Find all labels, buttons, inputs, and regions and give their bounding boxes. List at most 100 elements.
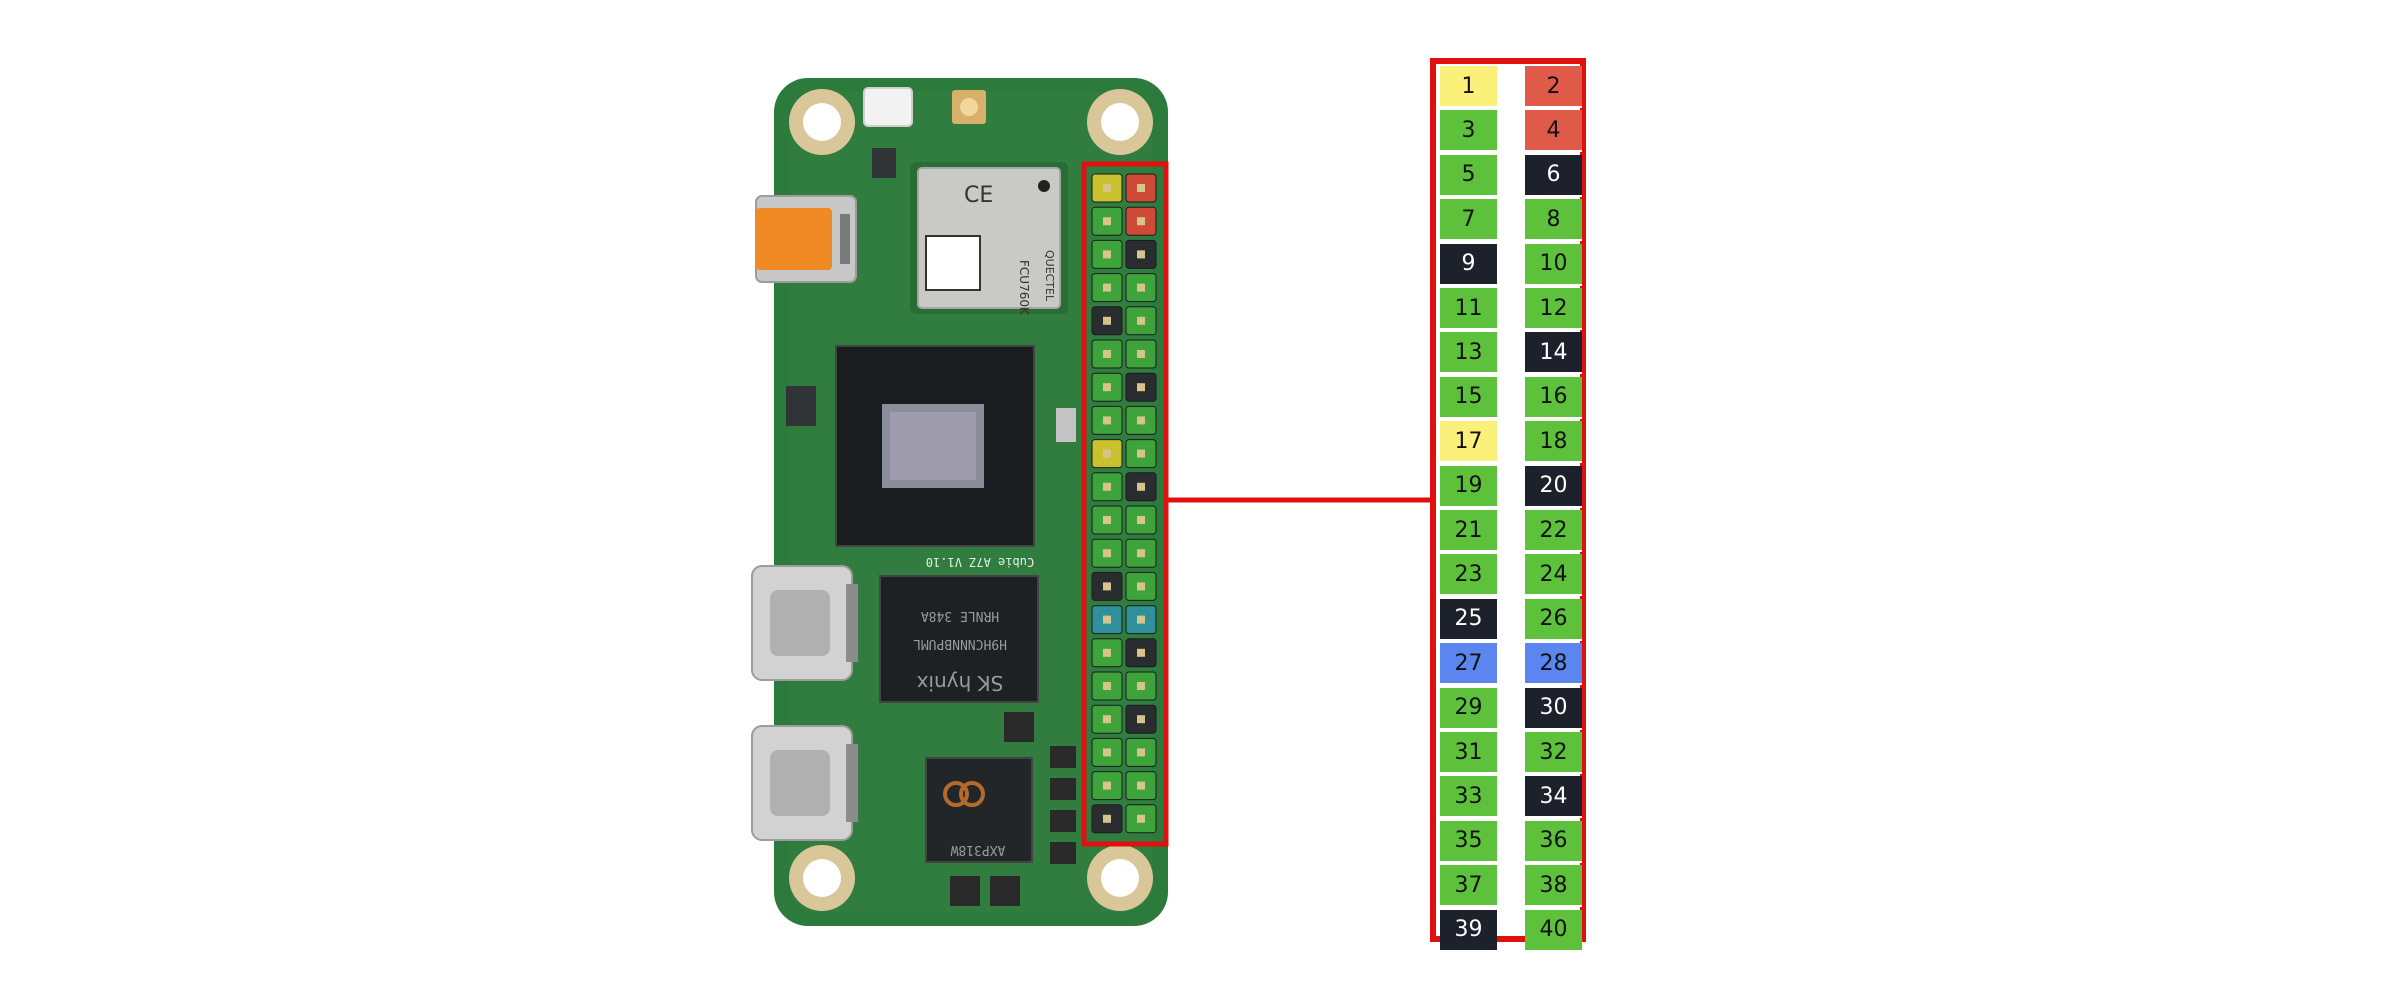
pin-33-cell: 33 bbox=[1440, 776, 1497, 819]
pin-29-cell: 29 bbox=[1440, 687, 1497, 730]
ram-brand: SK hynix bbox=[916, 671, 1003, 695]
pin1-marker-dot bbox=[1038, 180, 1050, 192]
pin-23-cell: 23 bbox=[1440, 554, 1497, 597]
ic-small bbox=[872, 148, 896, 178]
pin-12-cell: 12 bbox=[1525, 288, 1582, 330]
mounting-hole-top-left bbox=[789, 89, 855, 155]
jst-connector bbox=[863, 87, 913, 127]
header-pin-20-contact bbox=[1137, 482, 1145, 491]
pin-4-cell: 4 bbox=[1525, 110, 1582, 153]
header-pin-37-contact bbox=[1103, 781, 1111, 790]
header-pin-8-contact bbox=[1137, 283, 1145, 292]
header-pin-25-contact bbox=[1103, 582, 1111, 591]
pin-8-cell: 8 bbox=[1525, 199, 1582, 242]
pin-31-cell: 31 bbox=[1440, 732, 1497, 774]
ce-mark: CE bbox=[964, 183, 993, 208]
pin-2-cell: 2 bbox=[1525, 66, 1582, 108]
header-pin-12-contact bbox=[1137, 350, 1145, 358]
header-pin-19-contact bbox=[1103, 482, 1111, 491]
inductor bbox=[1004, 712, 1034, 742]
header-pin-23-contact bbox=[1103, 549, 1111, 558]
header-pin-33-contact bbox=[1103, 715, 1111, 724]
header-pin-7-contact bbox=[1103, 283, 1111, 292]
pin-24-cell: 24 bbox=[1525, 554, 1582, 597]
header-pin-6-contact bbox=[1137, 250, 1145, 259]
inductor bbox=[950, 876, 980, 906]
header-pin-34-contact bbox=[1137, 715, 1145, 724]
pin-17-cell: 17 bbox=[1440, 421, 1497, 464]
pin-22-cell: 22 bbox=[1525, 510, 1582, 552]
pin-7-cell: 7 bbox=[1440, 199, 1497, 242]
header-pin-24-contact bbox=[1137, 549, 1145, 558]
pin-21-cell: 21 bbox=[1440, 510, 1497, 552]
header-pin-4-contact bbox=[1137, 217, 1145, 226]
header-pin-28-contact bbox=[1137, 615, 1145, 624]
header-pin-3-contact bbox=[1103, 217, 1111, 226]
usb-c-port-top bbox=[751, 565, 858, 681]
wifi-module: CE FCU760K QUECTEL bbox=[910, 162, 1068, 316]
mounting-hole-bottom-left bbox=[789, 845, 855, 911]
mounting-hole-top-right bbox=[1087, 89, 1153, 155]
pin-37-cell: 37 bbox=[1440, 865, 1497, 908]
pin-14-cell: 14 bbox=[1525, 332, 1582, 375]
header-pin-2-contact bbox=[1137, 184, 1145, 192]
header-pin-18-contact bbox=[1137, 449, 1145, 458]
header-pin-10-contact bbox=[1137, 316, 1145, 325]
mounting-hole-bottom-right bbox=[1087, 845, 1153, 911]
header-pin-39-contact bbox=[1103, 814, 1111, 823]
pin-1-cell: 1 bbox=[1440, 66, 1497, 108]
header-pin-11-contact bbox=[1103, 350, 1111, 358]
header-pin-40-contact bbox=[1137, 814, 1145, 823]
header-pin-35-contact bbox=[1103, 748, 1111, 757]
pin-5-cell: 5 bbox=[1440, 154, 1497, 197]
pin-34-cell: 34 bbox=[1525, 776, 1582, 819]
header-pin-15-contact bbox=[1103, 416, 1111, 425]
pin-11-cell: 11 bbox=[1440, 288, 1497, 330]
board-silkscreen: Cubie A7Z V1.10 bbox=[926, 555, 1034, 569]
usb-c-port-bottom bbox=[751, 725, 858, 841]
header-pin-22-contact bbox=[1137, 516, 1145, 524]
header-pin-16-contact bbox=[1137, 416, 1145, 425]
pin-30-cell: 30 bbox=[1525, 687, 1582, 730]
pin-18-cell: 18 bbox=[1525, 421, 1582, 464]
ic-small bbox=[786, 386, 816, 426]
qr-code bbox=[925, 235, 981, 291]
pin-27-cell: 27 bbox=[1440, 643, 1497, 686]
header-pin-26-contact bbox=[1137, 582, 1145, 591]
pin-36-cell: 36 bbox=[1525, 820, 1582, 863]
soc-chip bbox=[835, 345, 1035, 547]
passive-component bbox=[1050, 778, 1076, 800]
header-pin-31-contact bbox=[1103, 682, 1111, 690]
wifi-module-brand: QUECTEL bbox=[1043, 250, 1056, 302]
pin-9-cell: 9 bbox=[1440, 243, 1497, 286]
pin-19-cell: 19 bbox=[1440, 465, 1497, 508]
pin-28-cell: 28 bbox=[1525, 643, 1582, 686]
header-pin-38-contact bbox=[1137, 781, 1145, 790]
header-pin-9-contact bbox=[1103, 316, 1111, 325]
pin-3-cell: 3 bbox=[1440, 110, 1497, 153]
header-pin-14-contact bbox=[1137, 383, 1145, 392]
header-pin-5-contact bbox=[1103, 250, 1111, 259]
pin-26-cell: 26 bbox=[1525, 598, 1582, 641]
pin-13-cell: 13 bbox=[1440, 332, 1497, 375]
pin-32-cell: 32 bbox=[1525, 732, 1582, 774]
pin-39-cell: 39 bbox=[1440, 909, 1497, 952]
header-pin-13-contact bbox=[1103, 383, 1111, 392]
antenna-connector-core bbox=[960, 98, 978, 116]
pmic-label: AXP318W bbox=[950, 842, 1005, 857]
micro-usb-port bbox=[755, 195, 857, 283]
wifi-module-model: FCU760K bbox=[1017, 260, 1031, 316]
pin-40-cell: 40 bbox=[1525, 909, 1582, 952]
crystal bbox=[1056, 408, 1076, 442]
passive-component bbox=[1050, 746, 1076, 768]
ram-code: HRNLE 348A bbox=[921, 608, 999, 623]
pmic-chip: AXP318W bbox=[925, 757, 1033, 863]
header-pin-29-contact bbox=[1103, 648, 1111, 657]
pin-38-cell: 38 bbox=[1525, 865, 1582, 908]
pin-6-cell: 6 bbox=[1525, 154, 1582, 197]
pin-15-cell: 15 bbox=[1440, 376, 1497, 419]
header-pin-32-contact bbox=[1137, 682, 1145, 690]
pin-35-cell: 35 bbox=[1440, 820, 1497, 863]
